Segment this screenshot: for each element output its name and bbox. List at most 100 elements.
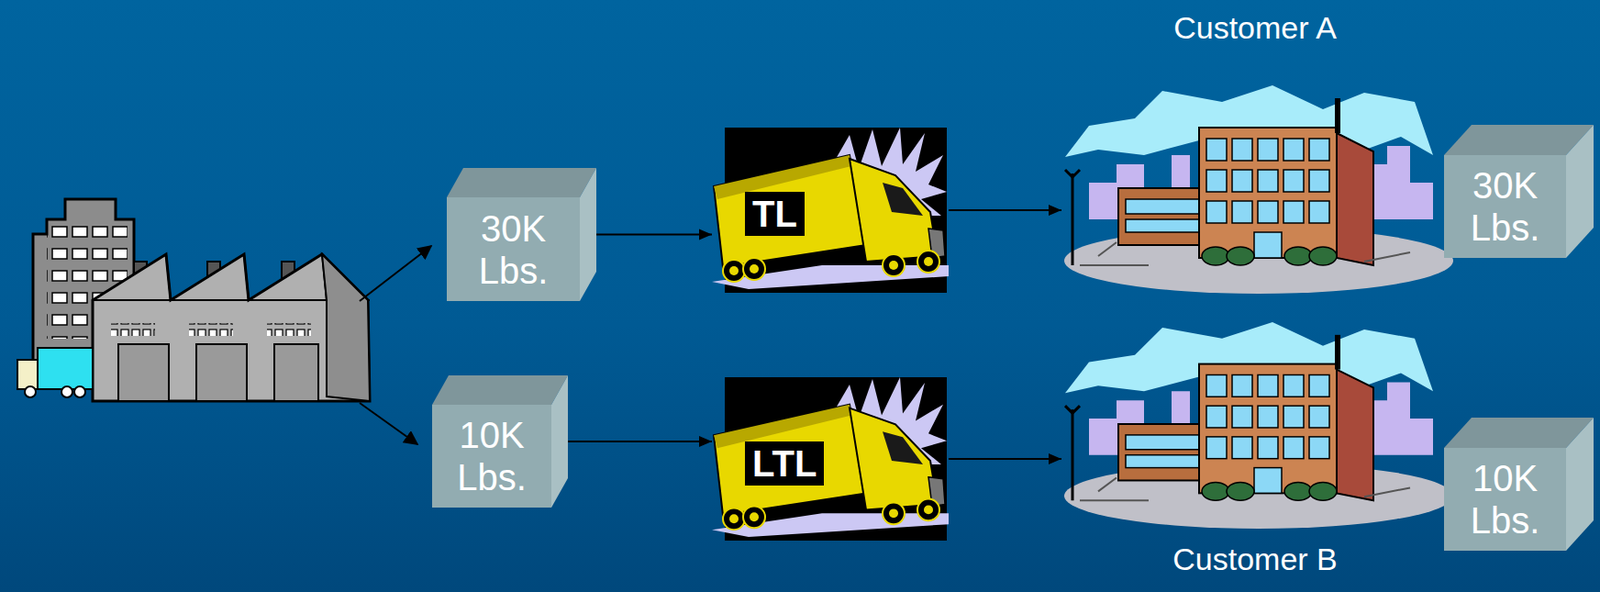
weight-label: 10K Lbs. bbox=[439, 413, 545, 499]
window bbox=[1257, 138, 1278, 161]
lamp-post bbox=[1071, 173, 1075, 266]
window bbox=[1283, 436, 1304, 459]
customer-building: Customer A bbox=[1061, 81, 1449, 296]
window bbox=[1232, 405, 1253, 428]
window bbox=[1232, 436, 1253, 459]
window bbox=[1309, 436, 1330, 459]
art-part bbox=[196, 344, 247, 401]
pavement-lines bbox=[1079, 477, 1411, 500]
window bbox=[1232, 138, 1253, 161]
truck-mode: LTL bbox=[711, 377, 949, 541]
cab bbox=[849, 408, 938, 511]
factory-illustration bbox=[17, 199, 370, 401]
window bbox=[1257, 436, 1278, 459]
chimney bbox=[1334, 334, 1341, 370]
window bbox=[1257, 374, 1278, 397]
window bbox=[1257, 200, 1278, 223]
window bbox=[1232, 200, 1253, 223]
art-part bbox=[188, 322, 234, 336]
hub bbox=[729, 513, 739, 523]
wheel bbox=[917, 250, 940, 273]
hub bbox=[749, 511, 759, 522]
trailer bbox=[713, 404, 867, 516]
arrow-head bbox=[699, 435, 712, 447]
lamp bbox=[1065, 405, 1080, 413]
customer-heading: Customer B bbox=[1061, 541, 1449, 578]
door bbox=[1254, 467, 1282, 494]
art-part bbox=[266, 322, 312, 336]
weight-label: 30K Lbs. bbox=[1451, 164, 1559, 249]
bush bbox=[1284, 481, 1312, 500]
building-illustration bbox=[1061, 318, 1449, 531]
hub bbox=[923, 256, 934, 267]
pavement-lines bbox=[1079, 242, 1411, 266]
window bbox=[1206, 436, 1227, 459]
lamp bbox=[1065, 169, 1080, 178]
connector-line bbox=[948, 209, 1062, 212]
hub bbox=[923, 504, 934, 514]
cargo-box: 10K Lbs. bbox=[1444, 417, 1594, 551]
building-front bbox=[1199, 127, 1337, 258]
customer-heading: Customer A bbox=[1061, 10, 1449, 46]
box-face: 30K Lbs. bbox=[1444, 155, 1567, 258]
box-face: 10K Lbs. bbox=[432, 404, 552, 508]
cab-window bbox=[882, 431, 923, 465]
bush bbox=[1201, 246, 1230, 266]
cargo-box: 10K Lbs. bbox=[432, 375, 568, 508]
box-side bbox=[1566, 124, 1594, 258]
art-part bbox=[37, 347, 93, 389]
wheel bbox=[882, 254, 905, 277]
arrow-head bbox=[699, 229, 712, 241]
box-side bbox=[1566, 417, 1594, 551]
window bbox=[1206, 200, 1227, 223]
art-part bbox=[274, 344, 319, 401]
bush bbox=[1284, 246, 1312, 266]
wheel bbox=[917, 499, 940, 522]
flow-arrow bbox=[359, 402, 418, 445]
arrow-head bbox=[1048, 453, 1062, 465]
trailer bbox=[713, 155, 867, 267]
window bbox=[1309, 138, 1330, 161]
customer-building: Customer B bbox=[1061, 318, 1449, 531]
wheel bbox=[722, 507, 745, 530]
flow-connector bbox=[567, 435, 712, 447]
building-illustration bbox=[1061, 81, 1449, 296]
box-side bbox=[551, 375, 568, 508]
box-side bbox=[579, 167, 597, 301]
connector-line bbox=[567, 440, 712, 443]
window bbox=[1283, 374, 1304, 397]
flow-connector bbox=[948, 453, 1062, 465]
window bbox=[1257, 405, 1278, 428]
hub bbox=[729, 266, 739, 276]
window bbox=[1232, 169, 1253, 192]
window bbox=[1206, 405, 1227, 428]
cab-window bbox=[882, 182, 923, 216]
window bbox=[1257, 169, 1278, 192]
box-front bbox=[432, 404, 552, 508]
door bbox=[1254, 232, 1282, 258]
window bbox=[1309, 169, 1330, 192]
art-part bbox=[61, 386, 73, 398]
hub bbox=[888, 508, 899, 518]
box-top bbox=[446, 167, 597, 198]
bush bbox=[1201, 481, 1230, 500]
window bbox=[1309, 200, 1330, 223]
flow-arrow bbox=[359, 245, 432, 301]
window bbox=[1206, 169, 1227, 192]
art-part bbox=[24, 386, 36, 398]
connector-line bbox=[596, 233, 712, 236]
box-front bbox=[1444, 447, 1567, 551]
building-front bbox=[1199, 364, 1337, 494]
bush bbox=[1309, 246, 1337, 266]
box-front bbox=[446, 197, 580, 301]
box-face: 30K Lbs. bbox=[446, 197, 580, 301]
art-part bbox=[92, 254, 370, 401]
building-side bbox=[1336, 133, 1374, 266]
connector-line bbox=[948, 457, 1062, 460]
weight-label: 30K Lbs. bbox=[454, 207, 573, 292]
arrow-head bbox=[1048, 204, 1062, 216]
window bbox=[1232, 374, 1253, 397]
art-part bbox=[118, 344, 169, 401]
